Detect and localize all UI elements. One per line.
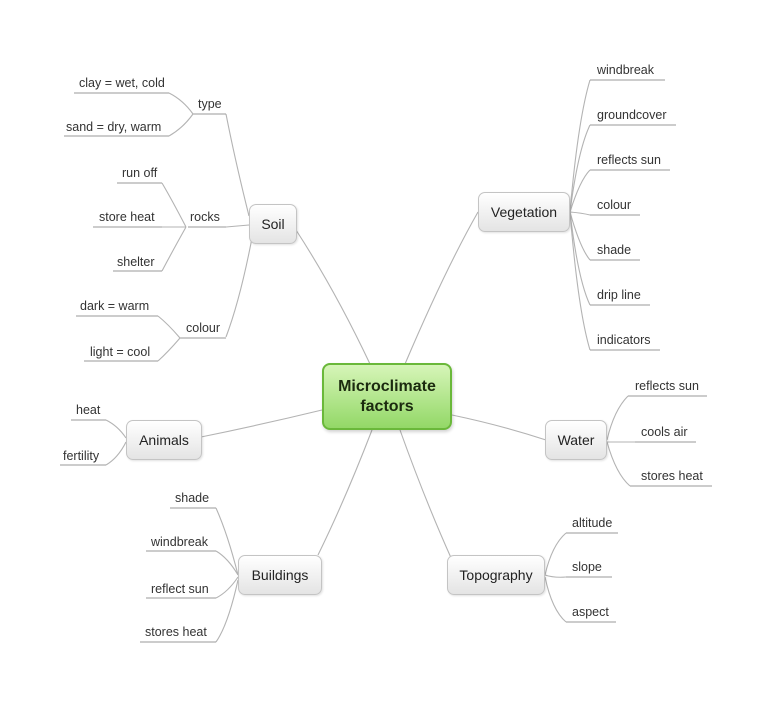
vegetation-leaf[interactable]: reflects sun: [597, 153, 661, 167]
topography-leaf[interactable]: altitude: [572, 516, 613, 530]
soil-colour-label[interactable]: colour: [186, 321, 221, 335]
soil-rocks-label[interactable]: rocks: [190, 210, 220, 224]
water-leaf[interactable]: stores heat: [641, 469, 703, 483]
soil-rocks-shelter[interactable]: shelter: [117, 255, 155, 269]
vegetation-leaf[interactable]: shade: [597, 243, 632, 257]
topic-topography[interactable]: Topography: [447, 555, 545, 595]
animals-leaf[interactable]: heat: [76, 403, 101, 417]
vegetation-leaf[interactable]: windbreak: [597, 63, 654, 77]
vegetation-leaf[interactable]: indicators: [597, 333, 651, 347]
soil-colour-light[interactable]: light = cool: [90, 345, 151, 359]
topography-leaf[interactable]: slope: [572, 560, 602, 574]
water-leaf[interactable]: cools air: [641, 425, 688, 439]
soil-colour-dark[interactable]: dark = warm: [80, 299, 150, 313]
topic-water[interactable]: Water: [545, 420, 607, 460]
central-topic-line1: Microclimate: [338, 377, 436, 395]
central-topic-line2: factors: [360, 397, 414, 415]
vegetation-leaf[interactable]: groundcover: [597, 108, 667, 122]
buildings-leaf[interactable]: stores heat: [145, 625, 207, 639]
soil-type-label[interactable]: type: [198, 97, 222, 111]
soil-rocks-store-heat[interactable]: store heat: [99, 210, 155, 224]
water-leaf[interactable]: reflects sun: [635, 379, 699, 393]
vegetation-leaf[interactable]: drip line: [597, 288, 641, 302]
buildings-leaf[interactable]: windbreak: [151, 535, 208, 549]
topic-vegetation[interactable]: Vegetation: [478, 192, 570, 232]
topic-soil[interactable]: Soil: [249, 204, 297, 244]
topic-buildings[interactable]: Buildings: [238, 555, 322, 595]
topic-animals[interactable]: Animals: [126, 420, 202, 460]
topography-leaf[interactable]: aspect: [572, 605, 609, 619]
central-topic-text: Microclimate factors: [338, 377, 436, 417]
soil-type-sand[interactable]: sand = dry, warm: [66, 120, 162, 134]
buildings-leaf[interactable]: shade: [175, 491, 210, 505]
central-topic[interactable]: Microclimate factors: [322, 363, 452, 430]
animals-leaf[interactable]: fertility: [63, 449, 100, 463]
buildings-leaf[interactable]: reflect sun: [151, 582, 209, 596]
soil-type-clay[interactable]: clay = wet, cold: [79, 76, 165, 90]
vegetation-leaf[interactable]: colour: [597, 198, 632, 212]
soil-rocks-run-off[interactable]: run off: [122, 166, 158, 180]
